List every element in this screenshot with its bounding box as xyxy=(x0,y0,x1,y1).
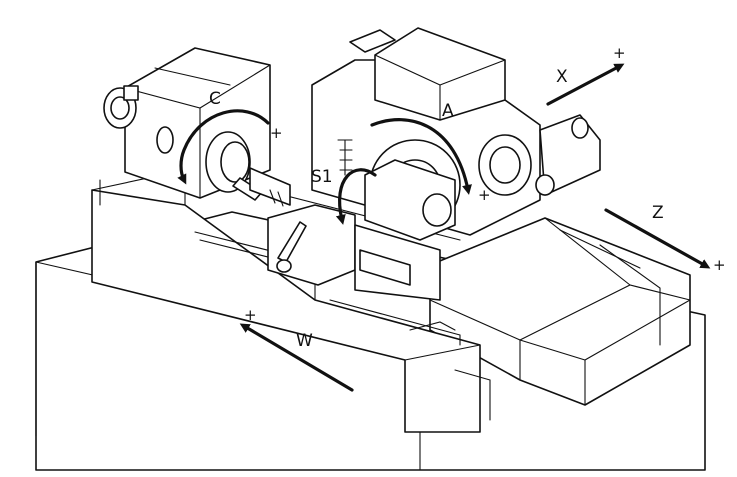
c-axis-plus: + xyxy=(270,124,283,142)
workhead-c xyxy=(103,47,309,222)
s1-rotation-arrow xyxy=(335,168,377,225)
a-axis-plus: + xyxy=(478,186,491,204)
z-axis-plus: + xyxy=(713,256,726,274)
x-axis-plus: + xyxy=(613,44,626,62)
w-axis-plus: + xyxy=(244,306,257,324)
s1-axis-label: S1 xyxy=(311,167,333,187)
x-axis-arrow xyxy=(546,63,625,106)
c-axis-label: C xyxy=(209,89,221,109)
tool-spindle-s1 xyxy=(267,159,456,301)
a-axis-label: A xyxy=(442,101,454,121)
z-axis-label: Z xyxy=(652,203,664,223)
z-axis-arrow xyxy=(604,208,711,269)
w-axis-label: W xyxy=(296,331,313,351)
w-axis-arrow xyxy=(239,323,354,392)
z-slide xyxy=(429,217,691,406)
x-axis-label: X xyxy=(556,67,568,87)
a-rotation-arrow xyxy=(370,118,472,195)
c-rotation-arrow xyxy=(177,109,270,185)
workhead-a xyxy=(311,27,601,236)
